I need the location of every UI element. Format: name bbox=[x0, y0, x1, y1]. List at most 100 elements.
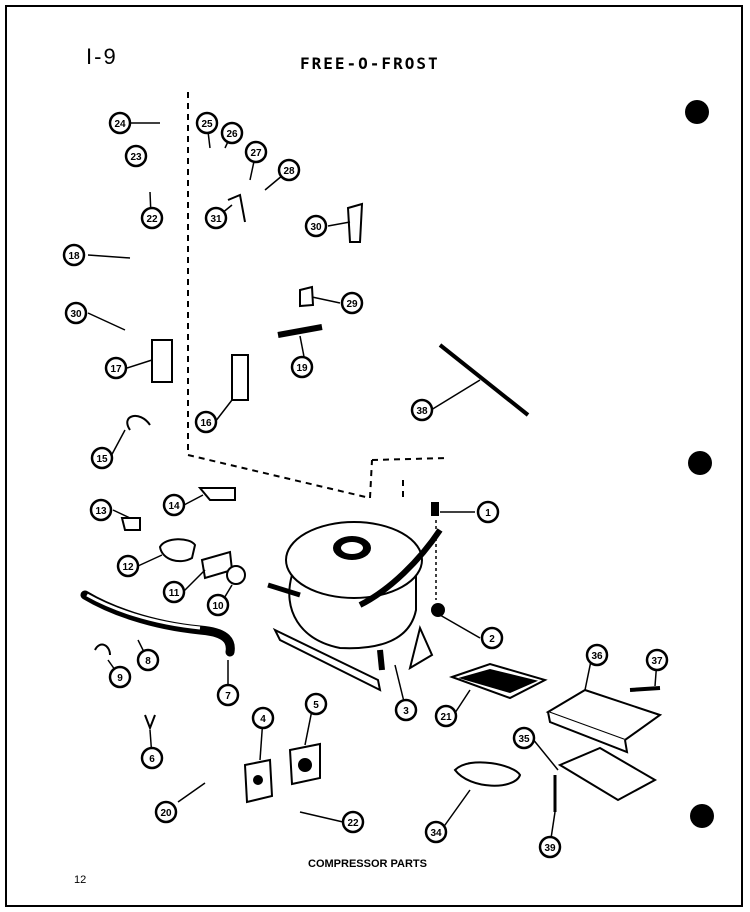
callout-23: 23 bbox=[124, 144, 148, 168]
callout-label: 28 bbox=[283, 166, 295, 177]
callout-7: 7 bbox=[216, 683, 240, 707]
callout-label: 1 bbox=[485, 508, 491, 519]
callout-circle bbox=[162, 580, 186, 604]
callout-label: 20 bbox=[160, 808, 172, 819]
callout-9: 9 bbox=[108, 665, 132, 689]
callout-circle bbox=[154, 800, 178, 824]
callout-circle bbox=[136, 648, 160, 672]
callout-label: 38 bbox=[416, 406, 428, 417]
callout-circle bbox=[162, 493, 186, 517]
callout-31: 31 bbox=[204, 206, 228, 230]
callout-35: 35 bbox=[512, 726, 536, 750]
callout-label: 26 bbox=[226, 129, 238, 140]
callout-circle bbox=[104, 356, 128, 380]
callout-label: 3 bbox=[403, 706, 409, 717]
callout-37: 37 bbox=[645, 648, 669, 672]
callout-label: 27 bbox=[250, 148, 262, 159]
punch-hole-top bbox=[685, 100, 709, 124]
callout-circle bbox=[90, 446, 114, 470]
page-number: 12 bbox=[74, 874, 87, 886]
callout-circle bbox=[277, 158, 301, 182]
callout-18: 18 bbox=[62, 243, 86, 267]
callout-8: 8 bbox=[136, 648, 160, 672]
callout-15: 15 bbox=[90, 446, 114, 470]
callout-circle bbox=[116, 554, 140, 578]
callout-circle bbox=[645, 648, 669, 672]
callout-38: 38 bbox=[410, 398, 434, 422]
callout-17: 17 bbox=[104, 356, 128, 380]
callout-label: 12 bbox=[122, 562, 134, 573]
callout-circle bbox=[424, 820, 448, 844]
callout-circle bbox=[251, 706, 275, 730]
callout-circle bbox=[340, 291, 364, 315]
strap-part bbox=[629, 686, 661, 692]
callout-29: 29 bbox=[340, 291, 364, 315]
callout-label: 29 bbox=[346, 299, 358, 310]
callout-28: 28 bbox=[277, 158, 301, 182]
base-plate-part bbox=[557, 746, 658, 802]
callout-label: 37 bbox=[651, 656, 663, 667]
callout-label: 36 bbox=[591, 651, 603, 662]
callout-circle bbox=[89, 498, 113, 522]
punch-hole-middle bbox=[688, 451, 712, 475]
callout-label: 2 bbox=[489, 634, 495, 645]
callout-circle bbox=[220, 121, 244, 145]
callout-label: 5 bbox=[313, 700, 319, 711]
diagram-caption: COMPRESSOR PARTS bbox=[308, 858, 427, 870]
callout-1: 1 bbox=[476, 500, 500, 524]
callout-circle bbox=[140, 206, 164, 230]
terminal-stud-part bbox=[431, 502, 439, 516]
callout-label: 7 bbox=[225, 691, 231, 702]
callout-circle bbox=[290, 355, 314, 379]
callout-label: 8 bbox=[145, 656, 151, 667]
callout-label: 6 bbox=[149, 754, 155, 765]
callout-circle bbox=[585, 643, 609, 667]
callout-21: 21 bbox=[434, 704, 458, 728]
callout-12: 12 bbox=[116, 554, 140, 578]
callout-circle bbox=[341, 810, 365, 834]
compressor bbox=[267, 521, 443, 692]
heater-cord-part bbox=[438, 343, 530, 417]
callout-30: 30 bbox=[304, 214, 328, 238]
callout-label: 22 bbox=[146, 214, 158, 225]
callout-circle bbox=[394, 698, 418, 722]
relay-part bbox=[243, 758, 274, 804]
callout-label: 4 bbox=[260, 714, 266, 725]
callout-circle bbox=[480, 626, 504, 650]
callout-circle bbox=[108, 111, 132, 135]
tubing-part bbox=[453, 761, 522, 787]
callout-label: 14 bbox=[168, 501, 180, 512]
callout-circle bbox=[206, 593, 230, 617]
callout-36: 36 bbox=[585, 643, 609, 667]
callout-circle bbox=[62, 243, 86, 267]
callout-circle bbox=[204, 206, 228, 230]
callout-label: 34 bbox=[430, 828, 442, 839]
callout-label: 17 bbox=[110, 364, 122, 375]
callout-circle bbox=[476, 500, 500, 524]
callout-circle bbox=[304, 214, 328, 238]
callout-16: 16 bbox=[194, 410, 218, 434]
small-parts bbox=[94, 193, 364, 731]
callout-circle bbox=[195, 111, 219, 135]
callout-13: 13 bbox=[89, 498, 113, 522]
callout-label: 15 bbox=[96, 454, 108, 465]
callout-26: 26 bbox=[220, 121, 244, 145]
callout-label: 30 bbox=[310, 222, 322, 233]
callout-label: 25 bbox=[201, 119, 213, 130]
callout-circle bbox=[304, 692, 328, 716]
callout-20: 20 bbox=[154, 800, 178, 824]
callout-label: 39 bbox=[544, 843, 556, 854]
callout-19: 19 bbox=[290, 355, 314, 379]
callout-label: 21 bbox=[440, 712, 452, 723]
callout-circle bbox=[434, 704, 458, 728]
callout-27: 27 bbox=[244, 140, 268, 164]
callout-2: 2 bbox=[480, 626, 504, 650]
callout-24: 24 bbox=[108, 111, 132, 135]
callout-label: 31 bbox=[210, 214, 222, 225]
callout-label: 18 bbox=[68, 251, 80, 262]
section-number: I-9 bbox=[86, 44, 118, 69]
callout-circle bbox=[108, 665, 132, 689]
callout-label: 10 bbox=[212, 601, 224, 612]
